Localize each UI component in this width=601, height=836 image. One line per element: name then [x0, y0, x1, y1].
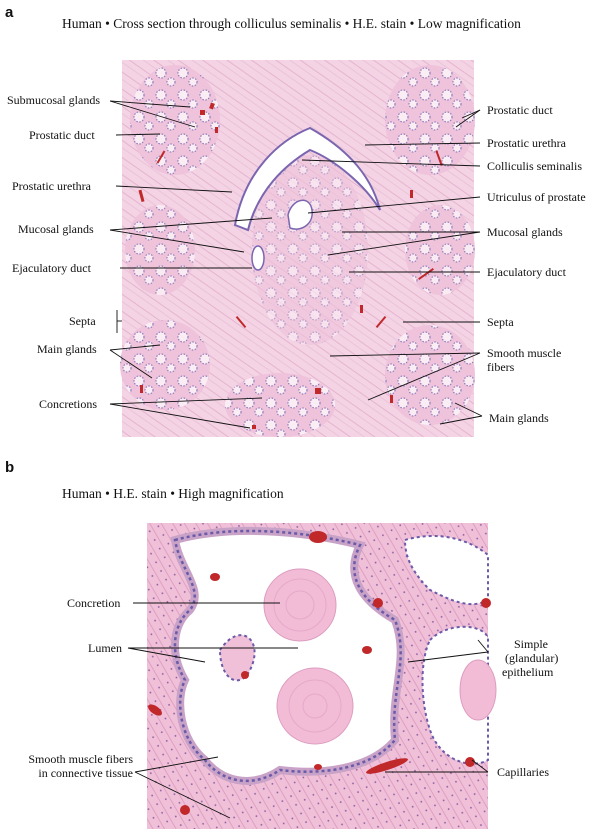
panel-b-letter: b	[5, 459, 15, 476]
label-mucosal-glands-right: Mucosal glands	[487, 225, 563, 239]
label-septa-left: Septa	[69, 314, 96, 328]
label-ejaculatory-duct-right: Ejaculatory duct	[487, 265, 566, 279]
label-capillaries: Capillaries	[497, 765, 549, 779]
label-main-glands-left: Main glands	[37, 342, 97, 356]
panel-b-leader-lines	[127, 602, 489, 819]
label-epithelium-2: (glandular)	[505, 651, 559, 665]
label-colliculis-seminalis: Colliculis seminalis	[487, 159, 582, 173]
label-prostatic-duct-left: Prostatic duct	[29, 128, 95, 142]
label-submucosal-glands: Submucosal glands	[7, 93, 100, 107]
label-prostatic-urethra-right: Prostatic urethra	[487, 136, 566, 150]
label-smooth-muscle-b-1: Smooth muscle fibers	[28, 752, 133, 766]
label-utriculus: Utriculus of prostate	[487, 190, 586, 204]
label-epithelium-3: epithelium	[502, 665, 554, 679]
panel-a-title: Human • Cross section through colliculus…	[62, 16, 521, 31]
panel-a-letter: a	[5, 4, 14, 21]
label-smooth-muscle-right-1: Smooth muscle	[487, 346, 562, 360]
label-smooth-muscle-right-2: fibers	[487, 360, 515, 374]
label-lumen: Lumen	[88, 641, 122, 655]
panel-a-leader-lines	[109, 100, 483, 429]
label-mucosal-glands-left: Mucosal glands	[18, 222, 94, 236]
panel-b-title: Human • H.E. stain • High magnification	[62, 486, 284, 501]
label-main-glands-right: Main glands	[489, 411, 549, 425]
label-concretion: Concretion	[67, 596, 121, 610]
label-prostatic-duct-right: Prostatic duct	[487, 103, 553, 117]
label-epithelium-1: Simple	[514, 637, 549, 651]
label-prostatic-urethra-left: Prostatic urethra	[12, 179, 91, 193]
panel-a-micrograph	[120, 60, 475, 437]
label-ejaculatory-duct-left: Ejaculatory duct	[12, 261, 91, 275]
label-smooth-muscle-b-2: in connective tissue	[38, 766, 133, 780]
label-septa-right: Septa	[487, 315, 514, 329]
label-concretions-left: Concretions	[39, 397, 97, 411]
panel-b-micrograph	[147, 523, 497, 829]
